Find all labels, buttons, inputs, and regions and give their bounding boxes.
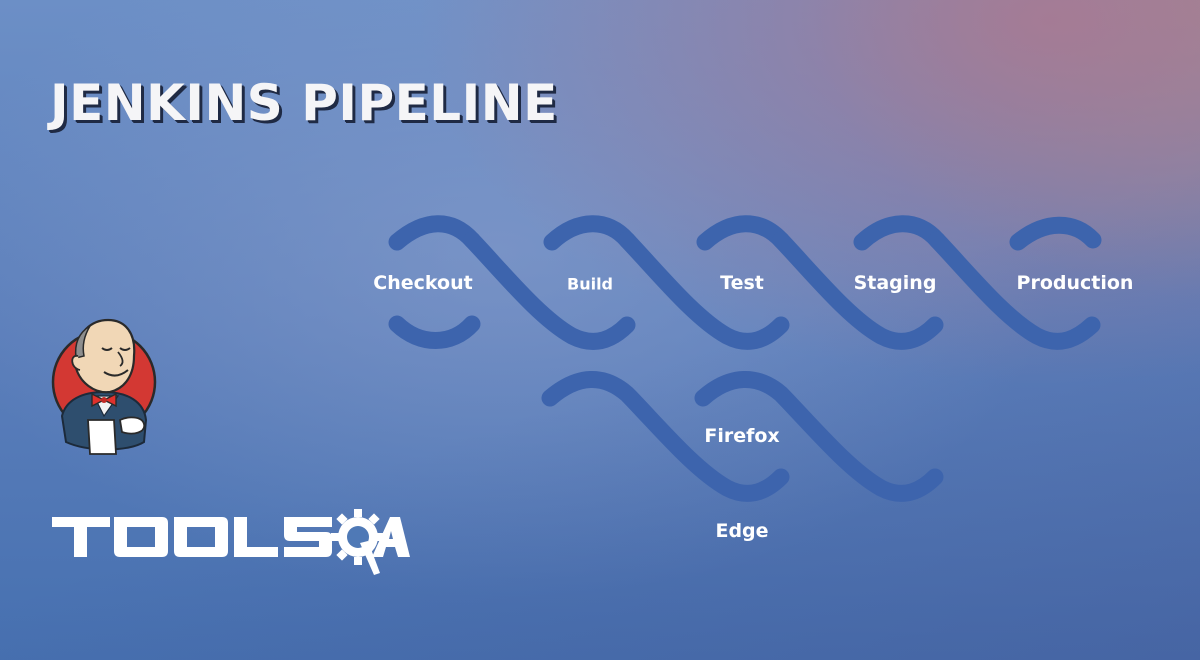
- toolsqa-logo: [52, 509, 410, 575]
- pipe-arc-top-production: [1009, 216, 1102, 251]
- page-title: JENKINS PIPELINE: [50, 74, 558, 132]
- branch-edge: Edge: [715, 520, 769, 542]
- stage-staging: Staging: [853, 272, 937, 294]
- pipe-arc-top-test: [696, 215, 790, 251]
- branch-firefox: Firefox: [704, 425, 780, 447]
- jenkins-mascot-icon: [51, 318, 157, 455]
- pipe-branch-firefox: [541, 371, 790, 502]
- pipe-arc-bottom-checkout: [388, 315, 481, 349]
- stage-production: Production: [1016, 272, 1134, 294]
- stage-build: Build: [566, 274, 614, 294]
- pipe-s-test-staging: [772, 231, 944, 350]
- stage-checkout: Checkout: [373, 272, 473, 294]
- pipe-branch-edge: [694, 371, 944, 502]
- pipe-s-build-test: [618, 231, 790, 350]
- pipe-s-checkout-build: [463, 231, 636, 350]
- pipe-s-staging-production: [928, 231, 1101, 350]
- stage-test: Test: [720, 272, 764, 294]
- pipe-arc-top-build: [543, 215, 636, 251]
- pipe-arc-top-checkout: [388, 215, 481, 251]
- pipe-arc-top-staging: [853, 215, 946, 251]
- gear-magnifier-icon: [331, 509, 385, 575]
